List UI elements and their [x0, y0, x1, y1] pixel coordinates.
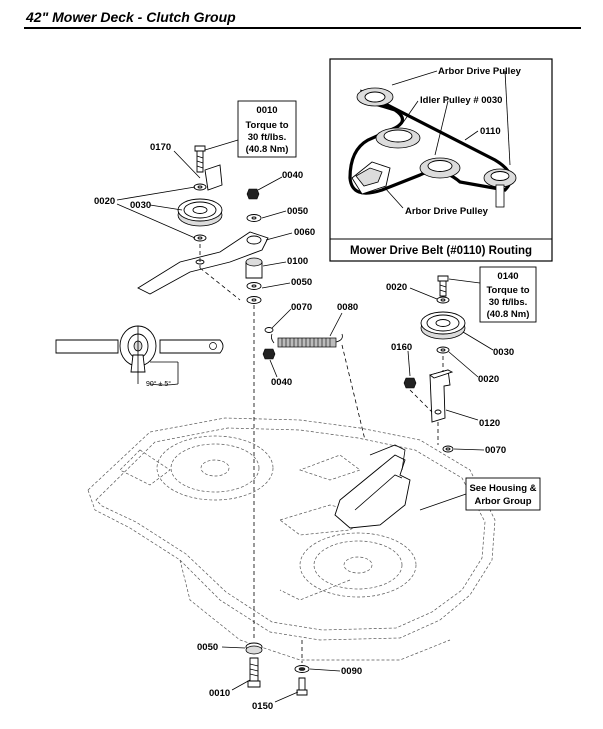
- mower-deck: [87, 417, 496, 661]
- page-title: 42" Mower Deck - Clutch Group: [26, 9, 236, 25]
- see-housing-line1: See Housing &: [469, 483, 536, 494]
- callout-0040-spring: 0040: [271, 377, 292, 388]
- right-torque-line2: 30 ft/lbs.: [489, 297, 528, 308]
- callout-0160: 0160: [391, 342, 412, 353]
- callout-0020-right-b: 0020: [478, 374, 499, 385]
- left-torque-line1: Torque to: [245, 120, 288, 131]
- callout-0070-spring: 0070: [291, 302, 312, 313]
- callout-0040-top: 0040: [282, 170, 303, 181]
- callout-0120: 0120: [479, 418, 500, 429]
- callout-0060: 0060: [294, 227, 315, 238]
- see-housing-note: [419, 477, 541, 511]
- callout-0150: 0150: [252, 701, 273, 712]
- inset-label-idler-pulley: Idler Pulley # 0030: [420, 95, 502, 106]
- see-housing-line2: Arbor Group: [475, 496, 532, 507]
- callout-0050-b: 0050: [291, 277, 312, 288]
- right-torque-note: [448, 266, 537, 323]
- spring-0080: [262, 327, 366, 441]
- angle-label: 90° ± 5°: [146, 380, 171, 388]
- callout-0030-left: 0030: [130, 200, 151, 211]
- right-idler-assembly: [403, 275, 466, 453]
- callout-0170: 0170: [150, 142, 171, 153]
- left-torque-part: 0010: [256, 105, 277, 116]
- callout-0020-left: 0020: [94, 196, 115, 207]
- title-rule: [24, 27, 581, 29]
- callout-0070-right: 0070: [485, 445, 506, 456]
- left-torque-line3: (40.8 Nm): [246, 144, 289, 155]
- callout-0050-a: 0050: [287, 206, 308, 217]
- callout-0100: 0100: [287, 256, 308, 267]
- bottom-hardware: [245, 640, 310, 696]
- right-torque-line1: Torque to: [486, 285, 529, 296]
- callout-0090: 0090: [341, 666, 362, 677]
- right-torque-line3: (40.8 Nm): [487, 309, 530, 320]
- inset-label-arbor-drive-pulley-bottom: Arbor Drive Pulley: [405, 206, 489, 217]
- right-torque-part: 0140: [497, 271, 518, 282]
- callout-0030-right: 0030: [493, 347, 514, 358]
- arbor-bracket: [334, 444, 411, 529]
- callout-0050-bottom: 0050: [197, 642, 218, 653]
- left-torque-line2: 30 ft/lbs.: [248, 132, 287, 143]
- left-torque-note: [204, 100, 297, 158]
- left-idler-assembly: [137, 145, 269, 301]
- center-pivot-stack: [245, 188, 263, 640]
- angle-detail-view: [55, 325, 224, 386]
- callout-0010-bottom: 0010: [209, 688, 230, 699]
- callout-0080: 0080: [337, 302, 358, 313]
- inset-label-arbor-drive-pulley-top: Arbor Drive Pulley: [438, 66, 522, 77]
- inset-belt-drawing: [348, 70, 517, 209]
- callout-0020-right: 0020: [386, 282, 407, 293]
- inset-label-belt-number: 0110: [480, 126, 501, 137]
- inset-caption: Mower Drive Belt (#0110) Routing: [350, 245, 532, 257]
- callout-leaders: [116, 150, 494, 703]
